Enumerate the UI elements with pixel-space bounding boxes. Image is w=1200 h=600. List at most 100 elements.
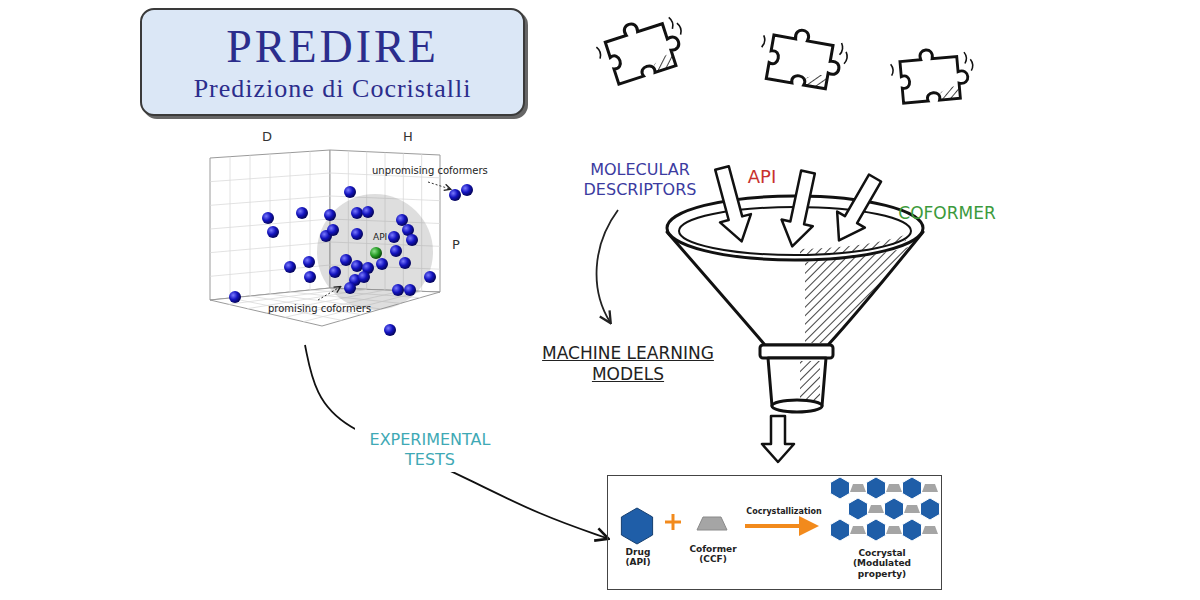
lattice-coformer (886, 484, 902, 492)
lattice-hexagon (867, 519, 886, 541)
coformer-dot (406, 234, 418, 246)
coformer-dot (392, 284, 404, 296)
lattice-coformer (850, 526, 866, 534)
coformer-dot (399, 257, 411, 269)
component-label: Coformer (CCF) (683, 544, 743, 565)
lattice-coformer (886, 526, 902, 534)
annotation: promising coformers (268, 303, 371, 315)
coformer-dot (376, 258, 388, 270)
input-arrows-part (825, 170, 889, 248)
title-text: PREDIRE (226, 21, 439, 74)
scatter-plot-3d-part (210, 150, 330, 300)
puzzle-shading (804, 71, 828, 89)
lattice-coformer (904, 505, 920, 513)
output-arrow (762, 416, 794, 462)
coformer-dot (344, 186, 356, 198)
input-arrows-part (777, 169, 824, 250)
lattice-hexagon (903, 519, 922, 541)
coformer-dot (324, 209, 336, 221)
coformer-dot (284, 261, 296, 273)
cocrystal-box: CocrystallizationDrug (API)Coformer (CCF… (607, 475, 942, 590)
lattice-hexagon (849, 498, 868, 520)
coformer-dot (340, 254, 352, 266)
motion-mark (964, 52, 967, 64)
funnel-part (800, 238, 905, 252)
puzzle-outline (899, 47, 969, 104)
axis-label: H (403, 130, 413, 145)
coformer-dot (404, 284, 416, 296)
similarity-sphere (317, 194, 433, 310)
funnel-part (800, 361, 820, 404)
coformer-dot (396, 214, 408, 226)
lattice-hexagon (921, 498, 940, 520)
motion-mark (677, 23, 683, 35)
coformer-dot (267, 226, 279, 238)
coformer-shape (697, 517, 727, 530)
leader-line (428, 182, 450, 189)
coformer-dot (229, 291, 241, 303)
puzzle-shading (938, 85, 960, 100)
coformer-dot (329, 266, 341, 278)
cocrystal-scheme (621, 477, 939, 544)
api-dot (370, 247, 382, 259)
lattice-coformer (868, 505, 884, 513)
cocrystal-lattice (831, 477, 940, 541)
coformer-dot (358, 271, 370, 283)
funnel-part (772, 400, 822, 412)
lattice-hexagon (867, 477, 886, 499)
puzzle-piece (756, 24, 850, 92)
coformer-dot (362, 206, 374, 218)
motion-mark (844, 52, 848, 64)
coformer-dot (390, 245, 402, 257)
leader-line (318, 287, 340, 300)
coformer-dots (229, 184, 473, 336)
curved-arrow (597, 210, 618, 322)
coformer-dot (449, 189, 461, 201)
coformer-dot (424, 271, 436, 283)
point-label: API (373, 232, 387, 242)
product-label: Cocrystal (Modulated property) (828, 548, 936, 579)
coformer-dot (461, 184, 473, 196)
axis-label: D (262, 130, 272, 145)
scatter-plot-panel: D H Punpromising coformersAPI promising cof… (200, 120, 492, 345)
coformer-dot (384, 324, 396, 336)
plus-sign-part (672, 514, 675, 530)
axis-label: P (452, 238, 460, 253)
motion-mark (762, 35, 766, 47)
descriptor-label: MOLECULAR DESCRIPTORS (575, 160, 705, 200)
edge-label: EXPERIMENTAL TESTS (355, 428, 505, 472)
plot-grid (210, 151, 440, 322)
scatter-plot-3d (210, 150, 473, 336)
coformer-dot (344, 282, 356, 294)
puzzle-pieces (593, 9, 976, 104)
motion-mark (840, 43, 844, 55)
lattice-hexagon (831, 519, 850, 541)
grid-line (210, 242, 330, 253)
component-label: Drug (API) (613, 547, 663, 568)
coformer-dot (296, 207, 308, 219)
lattice-coformer (922, 484, 938, 492)
model-label: MACHINE LEARNING MODELS (528, 343, 728, 386)
coformer-dot (351, 228, 363, 240)
coformer-label: COFORMER (892, 203, 1002, 224)
puzzle-outline (602, 11, 685, 84)
subtitle-text: Predizione di Cocristalli (194, 74, 472, 104)
coformer-dot (304, 271, 316, 283)
lattice-coformer (850, 484, 866, 492)
puzzle-piece (890, 46, 976, 104)
flow-connector (305, 345, 607, 538)
motion-mark (669, 17, 675, 29)
coformer-dot (351, 207, 363, 219)
puzzle-piece (593, 9, 691, 87)
annotation: unpromising coformers (372, 165, 488, 177)
motion-mark (891, 64, 894, 76)
motion-mark (596, 47, 602, 59)
lattice-hexagon (885, 498, 904, 520)
puzzle-shading (651, 52, 676, 72)
reaction-arrow (745, 524, 815, 528)
lattice-hexagon (903, 477, 922, 499)
coformer-dot (327, 224, 339, 236)
title-box: PREDIREPredizione di Cocristalli (140, 8, 525, 116)
